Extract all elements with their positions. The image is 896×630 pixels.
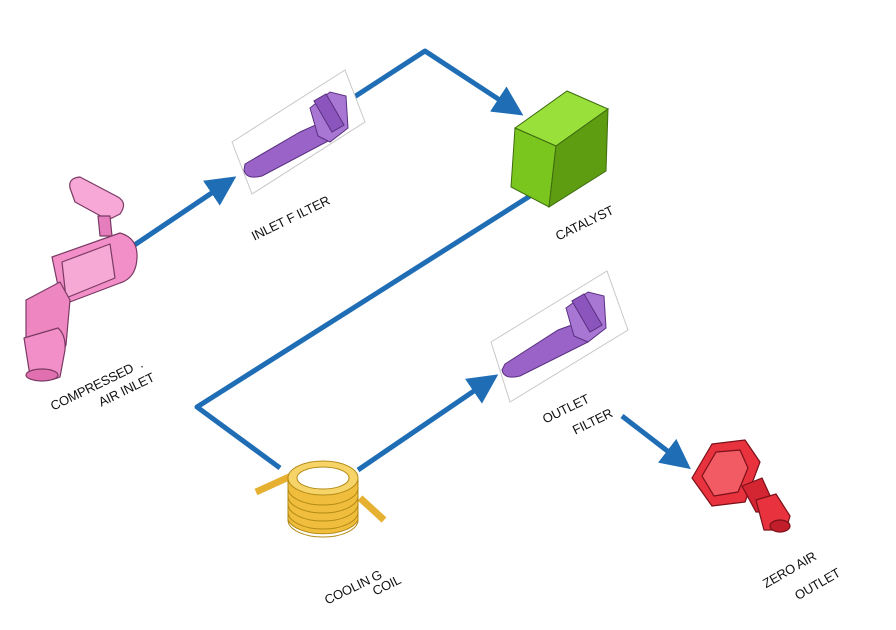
flow-catalyst-to-coil [194, 193, 532, 471]
catalyst-icon [510, 90, 610, 208]
flow-inlet-to-filter [131, 176, 237, 249]
outlet-filter-icon [490, 270, 629, 403]
zero-air-outlet-icon [691, 439, 791, 533]
cooling-coil-icon [254, 460, 387, 538]
flow-lines [131, 48, 691, 473]
inlet-filter-icon [231, 69, 366, 195]
flow-filter-to-catalyst [346, 48, 524, 116]
flow-coil-to-outlet-filter [356, 374, 499, 473]
compressed-air-inlet-icon [23, 176, 138, 382]
flow-outlet-filter-to-zero-air [620, 414, 691, 470]
